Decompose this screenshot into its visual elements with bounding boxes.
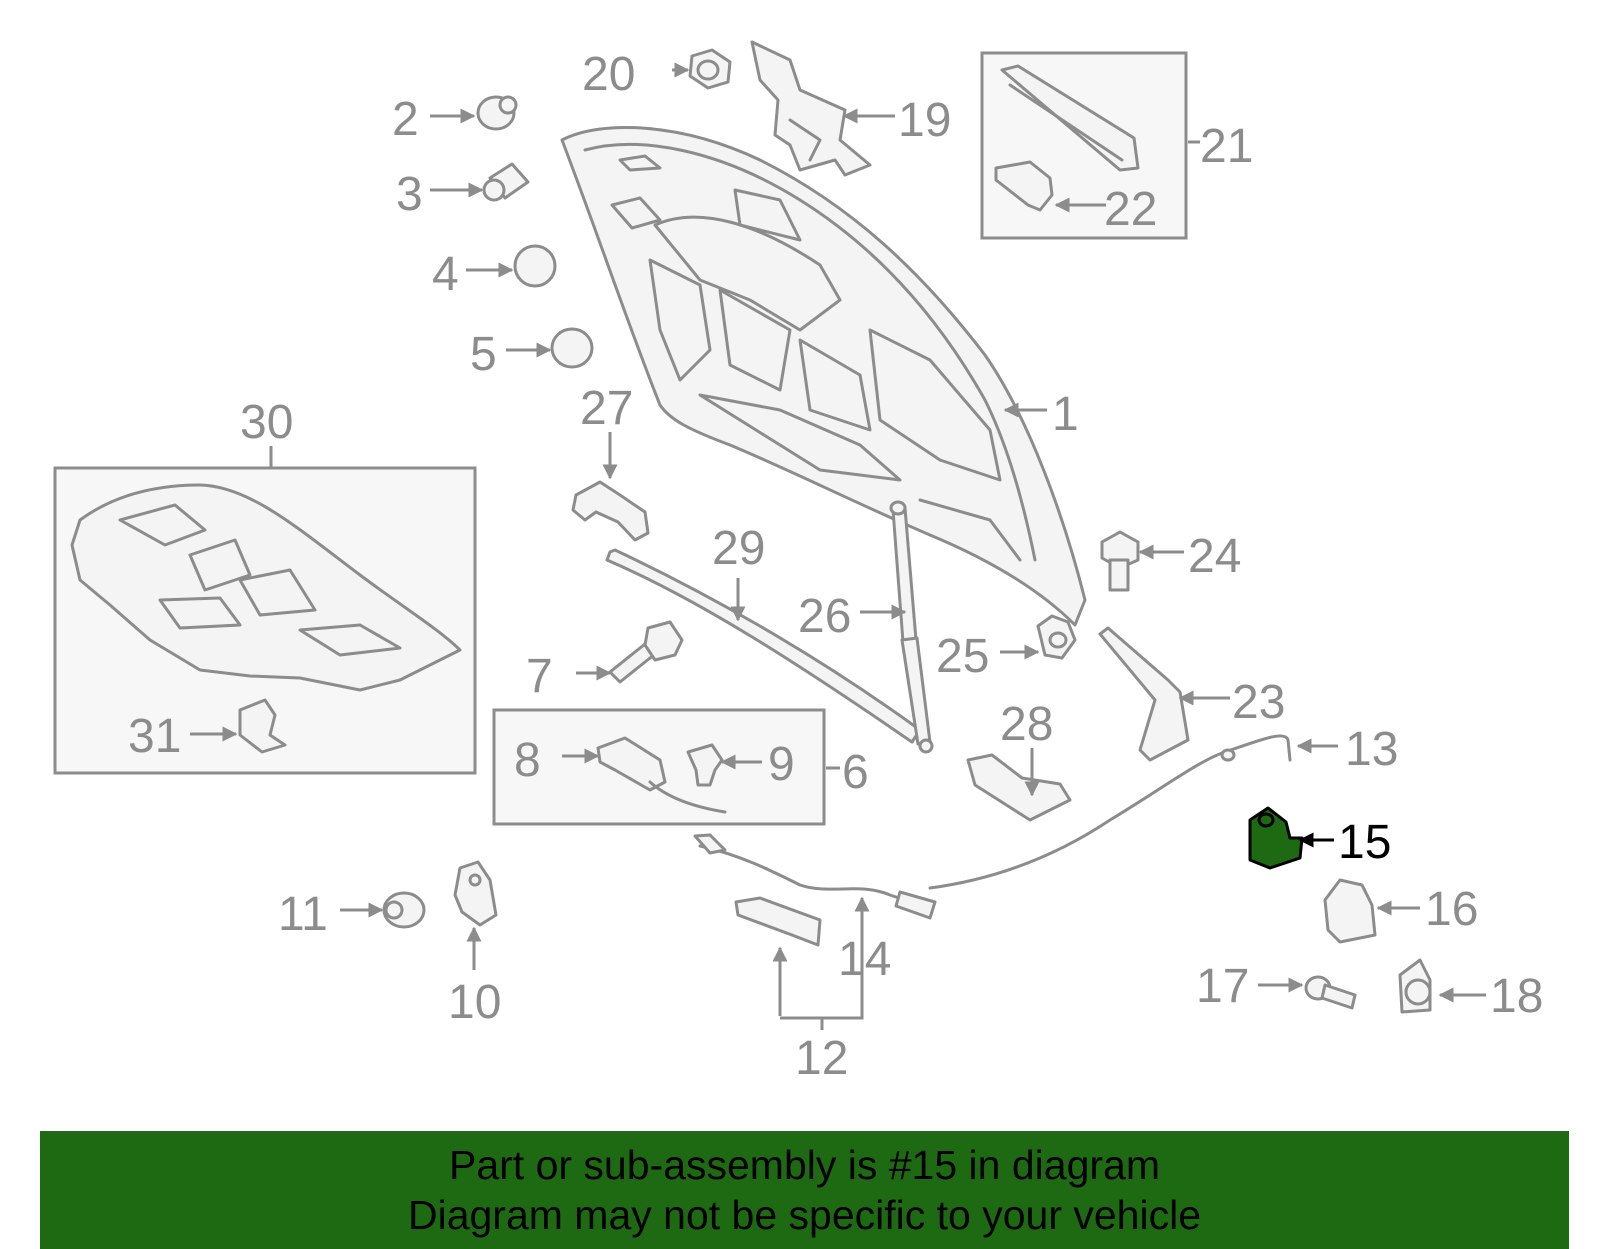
callout-19[interactable]: 19 — [898, 94, 951, 147]
part-22-clip[interactable] — [994, 160, 1054, 212]
part-9-clip[interactable] — [686, 743, 724, 787]
callout-27[interactable]: 27 — [580, 382, 633, 435]
callout-1[interactable]: 1 — [1052, 388, 1079, 441]
part-25-nut[interactable] — [1036, 614, 1077, 660]
part-18-nut[interactable] — [1398, 958, 1432, 1014]
part-10-bracket[interactable] — [453, 860, 498, 927]
callout-11[interactable]: 11 — [278, 888, 328, 941]
part-19-hinge[interactable] — [750, 40, 872, 177]
hood-part[interactable] — [560, 125, 1087, 627]
callout-3[interactable]: 3 — [396, 168, 423, 221]
callout-23[interactable]: 23 — [1232, 676, 1285, 729]
part-15-highlighted[interactable] — [1248, 806, 1304, 870]
part-8-latch[interactable] — [596, 736, 727, 814]
part-30-insulator[interactable] — [70, 483, 462, 692]
callout-12[interactable]: 12 — [795, 1032, 848, 1085]
banner-line-part: Part or sub-assembly is #15 in diagram — [449, 1142, 1160, 1188]
callout-labels: 1 2 3 4 5 6 7 8 9 10 11 12 13 14 15 16 1… — [128, 48, 1543, 1085]
part-28-bracket[interactable] — [966, 753, 1072, 822]
callout-25[interactable]: 25 — [936, 630, 989, 683]
callout-21[interactable]: 21 — [1200, 120, 1253, 173]
callout-26[interactable]: 26 — [798, 590, 851, 643]
callout-18[interactable]: 18 — [1490, 970, 1543, 1023]
part-26-strut[interactable] — [889, 500, 934, 754]
callout-30[interactable]: 30 — [240, 396, 293, 449]
part-5-cap[interactable] — [550, 327, 594, 369]
part-20-nut[interactable] — [688, 48, 732, 90]
part-3-plug[interactable] — [482, 162, 530, 202]
callout-5[interactable]: 5 — [470, 328, 497, 381]
part-12-handle[interactable] — [734, 896, 822, 947]
callout-20[interactable]: 20 — [582, 48, 635, 101]
part-24-bolt[interactable] — [1100, 530, 1140, 592]
callout-6[interactable]: 6 — [842, 746, 869, 799]
callout-14[interactable]: 14 — [838, 933, 891, 986]
part-23-prop-rod[interactable] — [1098, 626, 1190, 762]
part-11-grommet[interactable] — [382, 891, 426, 929]
callout-31[interactable]: 31 — [128, 710, 181, 763]
part-27-bracket[interactable] — [571, 480, 650, 542]
callout-29[interactable]: 29 — [712, 522, 765, 575]
part-7-bolt[interactable] — [608, 620, 684, 684]
part-31-clip[interactable] — [238, 698, 287, 754]
part-2-bumper[interactable] — [476, 95, 518, 131]
callout-10[interactable]: 10 — [448, 976, 501, 1029]
part-4-cap[interactable] — [513, 244, 557, 288]
callout-17[interactable]: 17 — [1196, 960, 1249, 1013]
part-21-seal[interactable] — [1000, 64, 1140, 172]
part-14-release-cable[interactable] — [693, 833, 937, 920]
callout-4[interactable]: 4 — [432, 248, 459, 301]
part-16-bracket[interactable] — [1323, 878, 1377, 944]
part-13-cable[interactable] — [928, 734, 1292, 890]
callout-16[interactable]: 16 — [1425, 883, 1478, 936]
callout-15[interactable]: 15 — [1338, 816, 1391, 869]
leader-lines — [190, 62, 1486, 1030]
callout-22[interactable]: 22 — [1104, 183, 1157, 236]
callout-13[interactable]: 13 — [1345, 723, 1398, 776]
callout-8[interactable]: 8 — [514, 734, 541, 787]
callout-9[interactable]: 9 — [768, 738, 795, 791]
callout-24[interactable]: 24 — [1188, 530, 1241, 583]
info-banner: Part or sub-assembly is #15 in diagram D… — [40, 1131, 1569, 1249]
part-17-screw[interactable] — [1304, 975, 1357, 1010]
group-box-21 — [980, 51, 1188, 240]
callout-28[interactable]: 28 — [1000, 698, 1053, 751]
banner-line-disclaimer: Diagram may not be specific to your vehi… — [407, 1192, 1201, 1238]
callout-7[interactable]: 7 — [526, 650, 553, 703]
callout-2[interactable]: 2 — [392, 93, 419, 146]
